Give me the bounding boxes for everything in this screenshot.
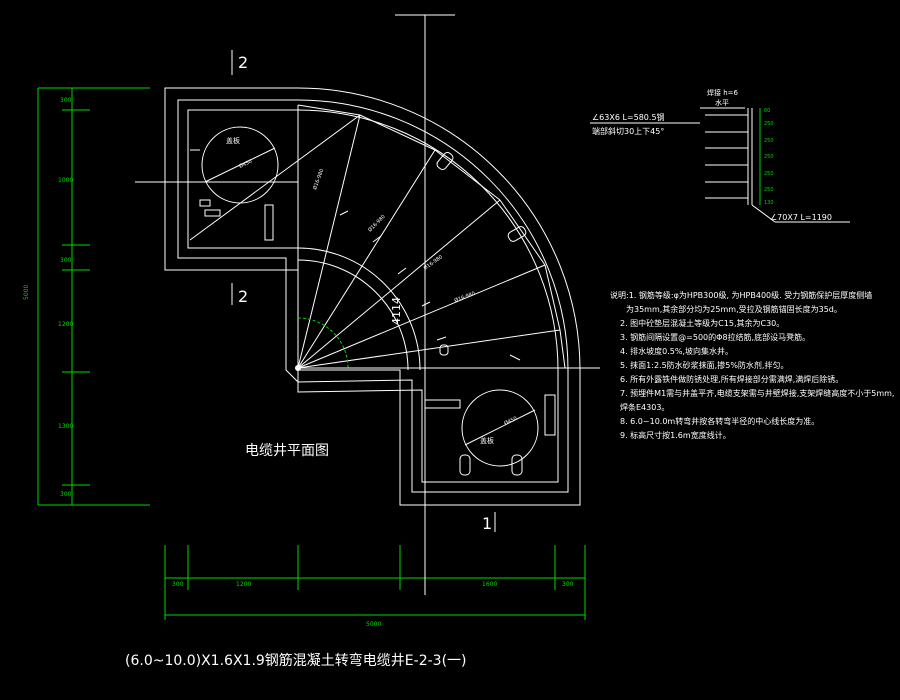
weld-sub-label: 水平 <box>715 98 729 107</box>
detail-spacing-1: 60 <box>764 108 770 114</box>
vertical-dimension-label: 4114 <box>390 297 403 325</box>
note-line-9: 焊条E4303。 <box>620 402 669 412</box>
note-line-6: 5. 抹面1:2.5防水砂浆抹面,掺5%防水剂,拌匀。 <box>620 360 788 370</box>
bottom-dim-6: 300 <box>562 581 574 588</box>
note-line-7: 6. 所有外露铁件做防锈处理,所有焊接部分需满焊,满焊后除锈。 <box>620 374 843 384</box>
note-line-11: 9. 标高尺寸按1.6m宽度线计。 <box>620 430 731 440</box>
angle-steel-note: 端部斜切30上下45° <box>592 126 664 136</box>
detail-spacing-7: 130 <box>764 200 774 206</box>
left-dim-5: 1300 <box>58 423 73 430</box>
note-line-10: 8. 6.0~10.0m转弯井按各转弯半径的中心线长度为准。 <box>620 416 819 426</box>
note-line-1: 说明:1. 钢筋等级:φ为HPB300级, 为HPB400级. 受力钢筋保护层厚… <box>610 290 872 300</box>
note-line-3: 2. 图中砼垫层混凝土等级为C15,其余为C30。 <box>620 318 784 328</box>
drawing-title: (6.0~10.0)X1.6X1.9钢筋混凝土转弯电缆井E-2-3(一) <box>125 652 467 669</box>
left-dimension-chain: 5000 300 1000 300 1200 1300 300 <box>23 87 150 506</box>
radial-rebars: Ø16-980 Ø16-980 Ø16-980 Ø16-980 <box>189 104 566 369</box>
angle-arc: 4114 <box>295 297 403 371</box>
weld-label: 焊接 h=6 <box>707 88 739 97</box>
flat-steel-label: ∠70X7 L=1190 <box>770 213 832 222</box>
manhole-top-rebar: Ø450 <box>238 158 253 170</box>
manhole-top-left: 盖板 Ø450 <box>190 126 279 241</box>
section-mark-2-bottom: 2 <box>238 287 248 306</box>
left-dim-1: 300 <box>60 97 72 104</box>
left-dim-6: 300 <box>60 491 72 498</box>
bracket-detail: ∠63X6 L=580.5钢 端部斜切30上下45° 焊接 h=6 水平 60 … <box>590 88 850 223</box>
note-line-8: 7. 预埋件M1需与井盖平齐,电缆支架需与井壁焊接,支架焊缝高度不小于5mm, <box>620 388 894 398</box>
rebar-label-1: Ø16-980 <box>311 168 325 191</box>
bottom-dimension-chain: 300 1200 1600 300 5000 <box>164 545 586 628</box>
manhole-bottom-rebar: Ø450 <box>503 415 518 427</box>
manhole-bottom-label: 盖板 <box>480 436 494 445</box>
rebar-label-4: Ø16-980 <box>453 290 476 304</box>
section-mark-2-top: 2 <box>238 53 248 72</box>
manhole-bottom-right: 盖板 Ø450 <box>424 389 556 476</box>
angle-steel-label: ∠63X6 L=580.5钢 <box>592 112 665 122</box>
left-dim-2: 1000 <box>58 177 73 184</box>
manhole-top-label: 盖板 <box>226 136 240 145</box>
rebar-label-2: Ø16-980 <box>366 213 386 233</box>
note-line-4: 3. 钢筋间隔设置@=500的Φ8拉结筋,底部设马凳筋。 <box>620 332 810 342</box>
note-line-5: 4. 排水坡度0.5%,坡向集水井。 <box>620 346 733 356</box>
center-lines <box>135 14 600 595</box>
bottom-dim-5: 1600 <box>482 581 497 588</box>
plan-view-label: 电缆井平面图 <box>245 443 329 459</box>
left-dim-4: 1200 <box>58 321 73 328</box>
section-marks: 2 2 1 <box>231 50 496 533</box>
design-notes: 说明:1. 钢筋等级:φ为HPB300级, 为HPB400级. 受力钢筋保护层厚… <box>610 290 894 440</box>
bottom-dim-1: 300 <box>172 581 184 588</box>
detail-spacing-4: 250 <box>764 154 774 160</box>
left-total-dimension: 5000 <box>23 285 30 300</box>
detail-spacing-6: 250 <box>764 187 774 193</box>
detail-spacing-2: 250 <box>764 121 774 127</box>
note-line-2: 为35mm,其余部分均为25mm,受拉及钢筋锚固长度为35d。 <box>626 304 842 314</box>
bottom-total-dimension: 5000 <box>366 621 381 628</box>
section-mark-1: 1 <box>482 514 492 533</box>
detail-spacing-5: 250 <box>764 171 774 177</box>
left-dim-3: 300 <box>60 257 72 264</box>
cable-slots <box>436 152 527 361</box>
manhole-plan-outline <box>164 87 581 506</box>
bottom-dim-2: 1200 <box>236 581 251 588</box>
detail-spacing-3: 250 <box>764 138 774 144</box>
